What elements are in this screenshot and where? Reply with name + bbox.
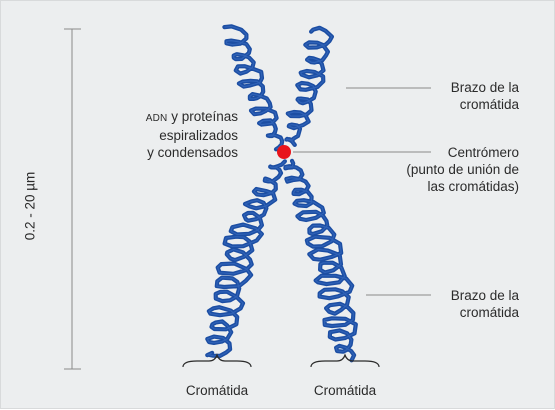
dna-label-line3: y condensados <box>146 144 238 161</box>
arm-top-label: Brazo de la cromátida <box>451 79 519 113</box>
dna-label-line1: ADN y proteínas <box>146 108 238 127</box>
arm-top-label-line1: Brazo de la <box>451 79 519 96</box>
centromere-label-line1: Centrómero <box>406 144 519 161</box>
dna-abbrev: ADN <box>146 113 168 124</box>
scale-label: 0.2 - 20 µm <box>23 172 38 241</box>
chromatid-left-label: Cromátida <box>169 382 265 399</box>
arm-top-label-line2: cromátida <box>451 96 519 113</box>
centromere-label: Centrómero (punto de unión de las cromát… <box>406 144 519 195</box>
centromere-label-line3: las cromátidas) <box>406 178 519 195</box>
scale-bar <box>64 29 81 369</box>
arm-bottom-label-line1: Brazo de la <box>451 287 519 304</box>
arm-bottom-label-line2: cromátida <box>451 304 519 321</box>
chromatid-right-bottom-coil <box>285 161 355 360</box>
chromatid-right <box>285 28 355 361</box>
brace-right <box>311 355 379 367</box>
centromere-label-line2: (punto de unión de <box>406 161 519 178</box>
dna-label-line2: espiralizados <box>146 127 238 144</box>
centromere-dot <box>277 145 291 159</box>
dna-label: ADN y proteínas espiralizados y condensa… <box>146 108 238 161</box>
arm-bottom-label: Brazo de la cromátida <box>451 287 519 321</box>
chromatid-left-bottom-coil <box>207 161 285 356</box>
dna-label-line1-rest: y proteínas <box>167 109 238 124</box>
chromatid-right-label: Cromátida <box>297 382 393 399</box>
chromatid-left <box>207 26 285 356</box>
